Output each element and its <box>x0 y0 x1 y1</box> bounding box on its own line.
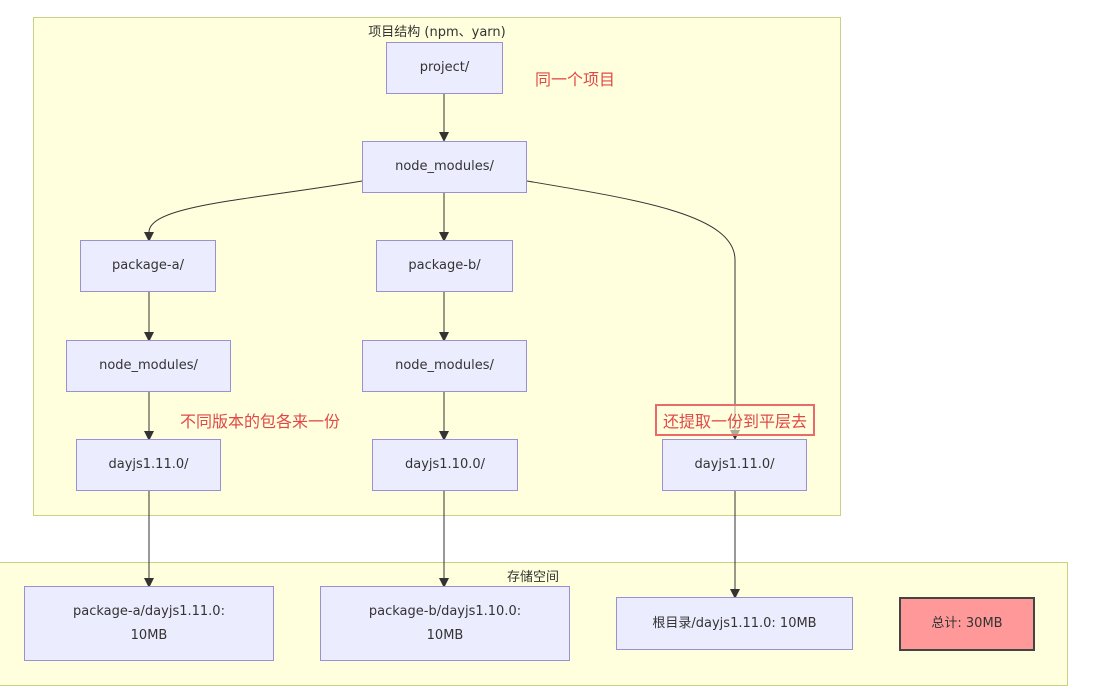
node-label: dayjs1.11.0/ <box>694 457 775 472</box>
node-label: package-b/dayjs1.10.0: 10MB <box>368 603 522 643</box>
node-package-b-node-modules[interactable]: node_modules/ <box>362 340 527 392</box>
node-package-a[interactable]: package-a/ <box>80 240 216 292</box>
node-project[interactable]: project/ <box>386 42 503 94</box>
annotation-hoisted: 还提取一份到平层去 <box>655 404 816 436</box>
node-label: package-a/ <box>112 258 184 273</box>
node-storage-total[interactable]: 总计: 30MB <box>899 597 1035 651</box>
node-hoisted-dayjs[interactable]: dayjs1.11.0/ <box>662 439 807 491</box>
node-label: dayjs1.11.0/ <box>108 457 189 472</box>
node-package-b-dayjs[interactable]: dayjs1.10.0/ <box>372 439 518 491</box>
node-package-a-node-modules[interactable]: node_modules/ <box>66 340 231 392</box>
node-storage-root[interactable]: 根目录/dayjs1.11.0: 10MB <box>616 597 853 650</box>
cluster-title: 存储空间 <box>506 570 559 585</box>
node-label: dayjs1.10.0/ <box>404 457 486 472</box>
node-label: package-b/ <box>408 258 481 273</box>
node-label: project/ <box>419 60 470 75</box>
node-package-a-dayjs[interactable]: dayjs1.11.0/ <box>76 439 221 491</box>
annotation-each-version: 不同版本的包各来一份 <box>180 412 341 431</box>
node-label: package-a/dayjs1.11.0: 10MB <box>73 603 225 643</box>
node-label: 总计: 30MB <box>931 616 1003 631</box>
node-label: node_modules/ <box>99 358 198 373</box>
node-package-b[interactable]: package-b/ <box>376 240 513 292</box>
node-label: node_modules/ <box>395 358 494 373</box>
node-label: node_modules/ <box>395 159 494 174</box>
node-label: 根目录/dayjs1.11.0: 10MB <box>652 615 817 631</box>
annotation-same-project: 同一个项目 <box>535 70 616 89</box>
node-storage-package-a[interactable]: package-a/dayjs1.11.0: 10MB <box>24 586 274 661</box>
node-root-node-modules[interactable]: node_modules/ <box>362 141 527 193</box>
cluster-title: 项目结构 (npm、yarn) <box>368 25 506 40</box>
node-storage-package-b[interactable]: package-b/dayjs1.10.0: 10MB <box>320 586 570 661</box>
